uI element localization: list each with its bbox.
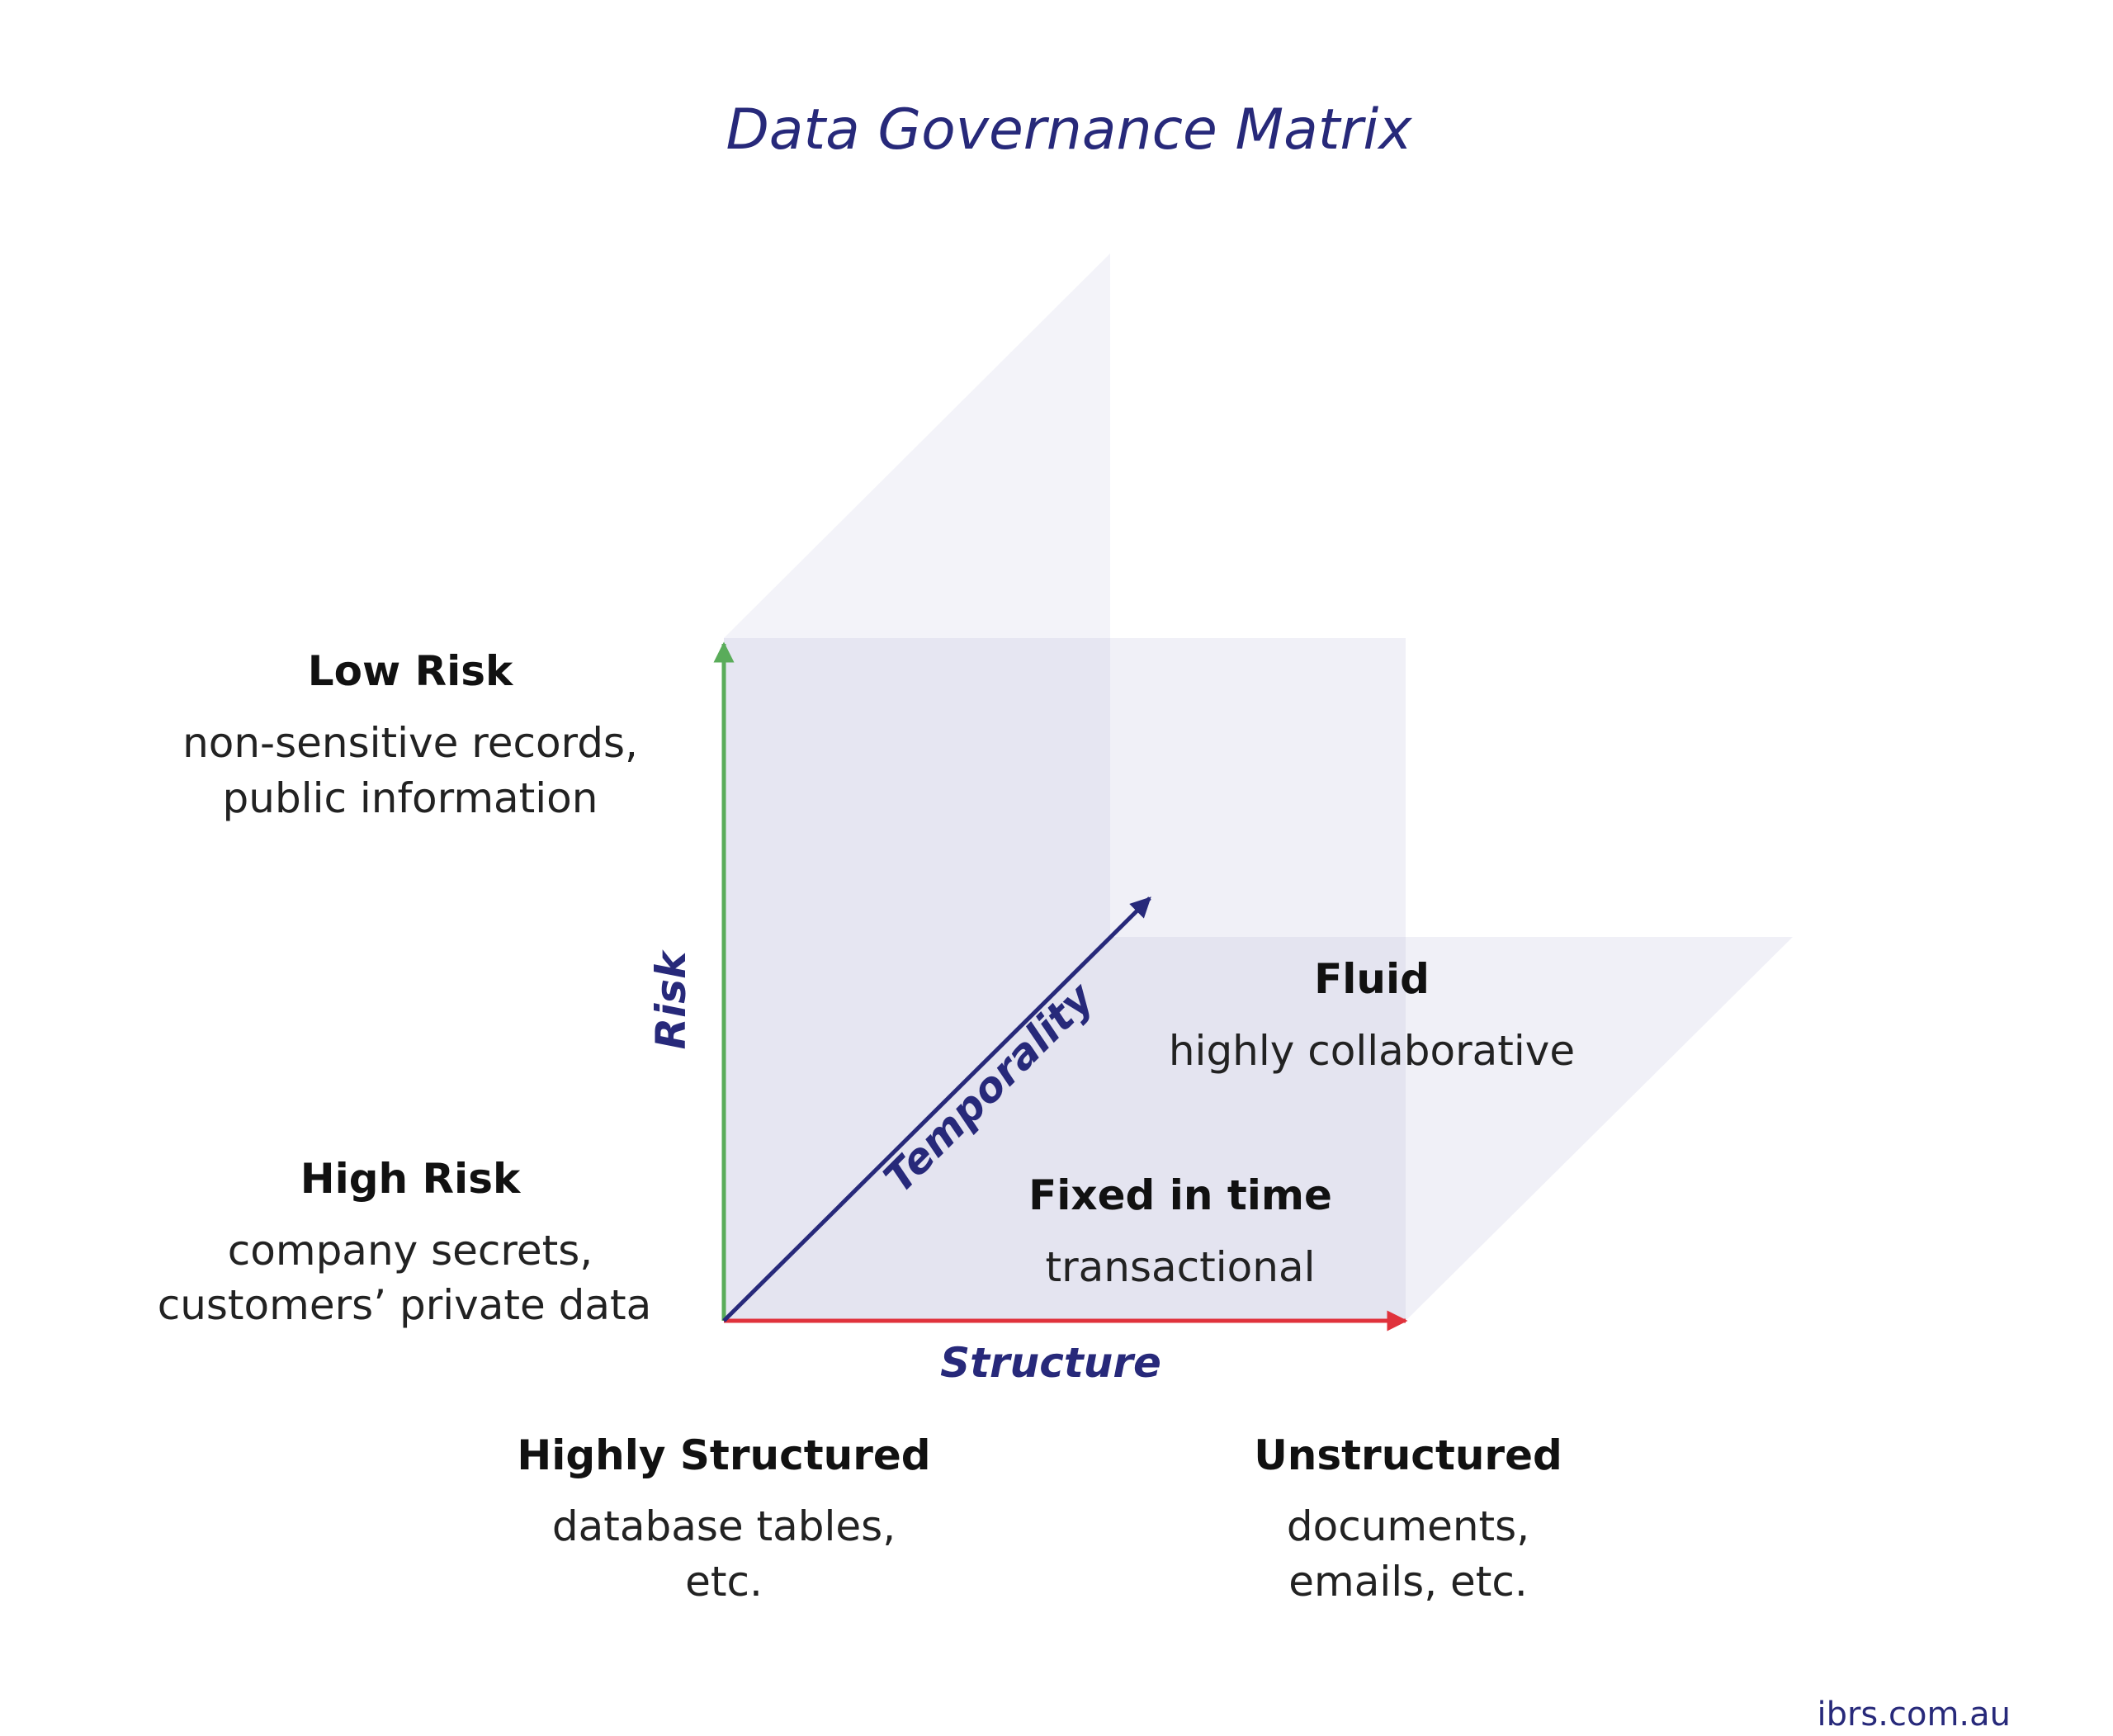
fixed-in-time-heading: Fixed in time bbox=[1028, 1171, 1332, 1219]
source-url: ibrs.com.au bbox=[1817, 1696, 2011, 1734]
low-risk-description-line1: non-sensitive records, bbox=[182, 719, 638, 767]
unstructured-description-line1: documents, bbox=[1287, 1502, 1529, 1550]
highly-structured-description-line1: database tables, bbox=[552, 1502, 896, 1550]
diagram-title: Data Governance Matrix bbox=[726, 97, 1412, 163]
highly-structured-description-line2: etc. bbox=[685, 1558, 763, 1606]
low-risk-heading: Low Risk bbox=[308, 647, 514, 695]
high-risk-description-line2: customers’ private data bbox=[158, 1281, 652, 1329]
fluid-heading: Fluid bbox=[1314, 955, 1430, 1003]
unstructured-description-line2: emails, etc. bbox=[1288, 1558, 1527, 1606]
unstructured-heading: Unstructured bbox=[1254, 1431, 1562, 1479]
risk-axis-label: Risk bbox=[647, 949, 695, 1049]
high-risk-description-line1: company secrets, bbox=[228, 1227, 593, 1275]
high-risk-heading: High Risk bbox=[300, 1155, 522, 1203]
structure-temporality-plane bbox=[724, 937, 1793, 1321]
back-plane bbox=[724, 253, 1110, 1321]
fluid-description: highly collaborative bbox=[1169, 1027, 1575, 1075]
highly-structured-heading: Highly Structured bbox=[517, 1431, 930, 1479]
fixed-in-time-description: transactional bbox=[1046, 1243, 1316, 1291]
temporality-axis-arrow bbox=[722, 896, 1151, 1322]
low-risk-description-line2: public information bbox=[223, 774, 598, 822]
structure-axis-label: Structure bbox=[940, 1339, 1161, 1387]
